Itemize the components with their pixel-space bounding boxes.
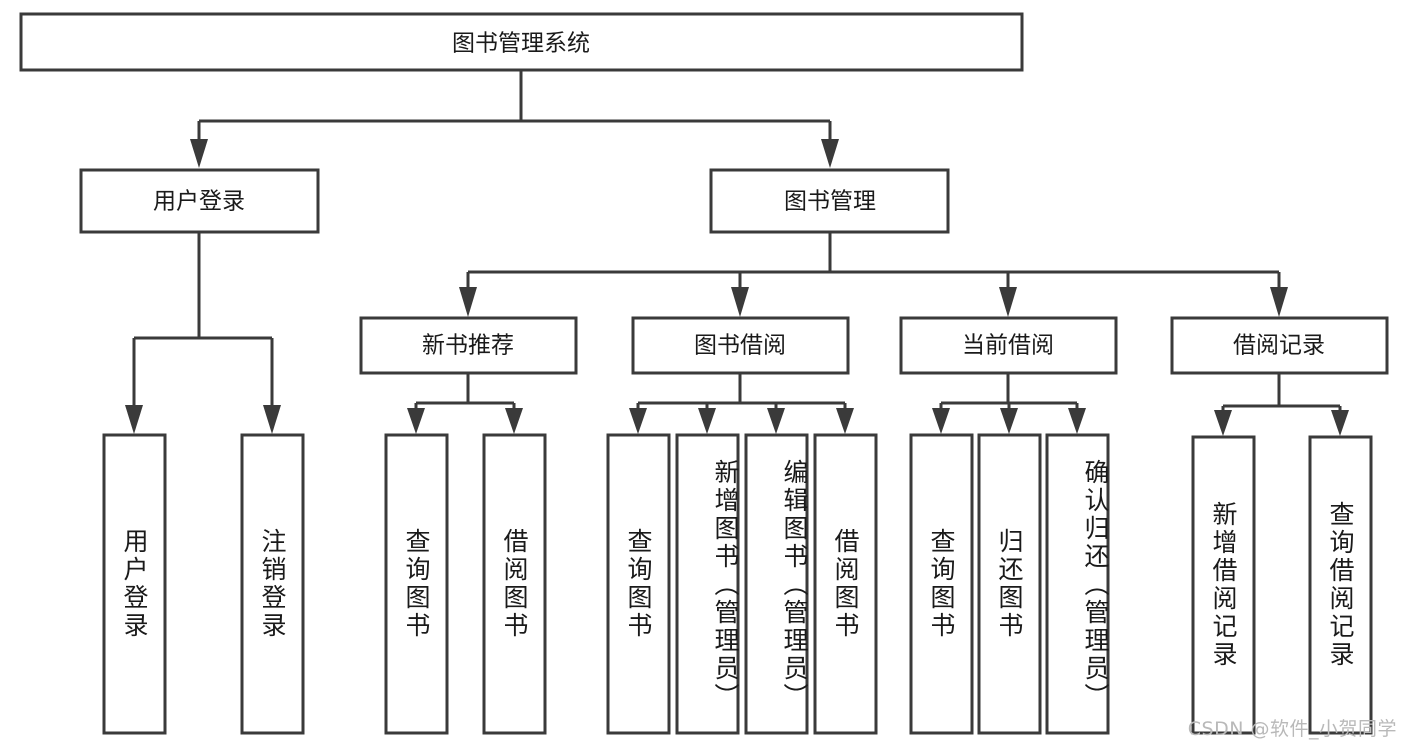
node-root[interactable]: 图书管理系统: [19, 12, 1024, 72]
arrow-head-icon: [1214, 410, 1232, 436]
node-new-book-recommend[interactable]: 新书推荐: [359, 316, 578, 375]
new-book-recommend-box[interactable]: [359, 316, 578, 375]
current-borrow-box[interactable]: [899, 316, 1118, 375]
book-management-label: 图书管理: [784, 189, 876, 215]
arrow-head-icon: [190, 139, 208, 168]
arrow-head-icon: [505, 408, 523, 434]
arrow-head-icon: [836, 408, 854, 434]
connector-new-book-recommend-to-leaves: [407, 373, 523, 434]
current-borrow-label: 当前借阅: [962, 333, 1054, 359]
leaf-box-query-book-1[interactable]: [384, 433, 449, 735]
node-current-borrow[interactable]: 当前借阅: [899, 316, 1118, 375]
leaf-box-add-book[interactable]: [675, 433, 740, 735]
arrow-head-icon: [731, 287, 749, 317]
connector-book-borrow-to-leaves: [629, 373, 854, 434]
connector-book-management-to-level2: [459, 232, 1288, 317]
leaf-box-edit-book[interactable]: [744, 433, 809, 735]
user-login-box[interactable]: [79, 168, 320, 234]
leaf-box-return-book[interactable]: [977, 433, 1042, 735]
leaf-box-add-borrow-record[interactable]: [1191, 435, 1256, 735]
leaf-box-query-book-3[interactable]: [909, 433, 974, 735]
connector-current-borrow-to-leaves: [932, 373, 1086, 434]
leaf-box-user-login[interactable]: [102, 433, 167, 735]
arrow-head-icon: [1068, 408, 1086, 434]
arrow-head-icon: [125, 405, 143, 434]
connector-user-login-to-leaves: [125, 232, 281, 434]
arrow-head-icon: [767, 408, 785, 434]
node-book-borrow[interactable]: 图书借阅: [631, 316, 850, 375]
leaf-box-logout-login[interactable]: [240, 433, 305, 735]
leaf-box-borrow-book-2[interactable]: [813, 433, 878, 735]
user-login-label: 用户登录: [153, 189, 245, 215]
arrow-head-icon: [1331, 410, 1349, 436]
new-book-recommend-label: 新书推荐: [422, 333, 514, 359]
arrow-head-icon: [932, 408, 950, 434]
leaf-box-borrow-book-1[interactable]: [482, 433, 547, 735]
arrow-head-icon: [1000, 408, 1018, 434]
arrow-head-icon: [999, 287, 1017, 317]
book-borrow-label: 图书借阅: [694, 333, 786, 359]
arrow-head-icon: [459, 287, 477, 317]
leaf-box-confirm-return[interactable]: [1045, 433, 1110, 735]
arrow-head-icon: [821, 139, 839, 168]
arrow-head-icon: [407, 408, 425, 434]
connector-borrow-record-to-leaves: [1214, 373, 1349, 436]
arrow-head-icon: [1270, 287, 1288, 317]
leaf-box-query-borrow-record[interactable]: [1308, 435, 1373, 735]
root-box[interactable]: [19, 12, 1024, 72]
root-label: 图书管理系统: [452, 31, 590, 57]
node-user-login[interactable]: 用户登录: [79, 168, 320, 234]
leaf-box-query-book-2[interactable]: [606, 433, 671, 735]
arrow-head-icon: [698, 408, 716, 434]
borrow-record-label: 借阅记录: [1233, 333, 1325, 359]
connector-root-to-level1: [190, 70, 839, 168]
arrow-head-icon: [263, 405, 281, 434]
arrow-head-icon: [629, 408, 647, 434]
node-borrow-record[interactable]: 借阅记录: [1170, 316, 1389, 375]
node-book-management[interactable]: 图书管理: [709, 168, 950, 234]
